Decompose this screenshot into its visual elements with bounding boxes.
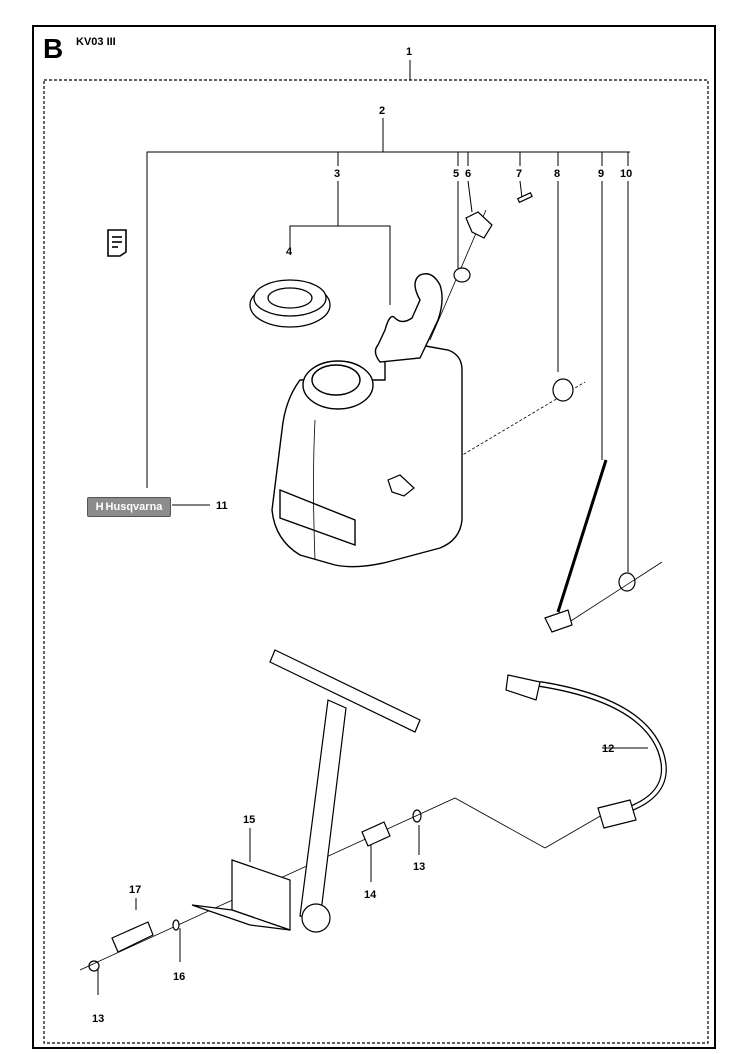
water-tank [271,273,463,568]
bracket-plate [191,859,291,931]
brand-text: Husqvarna [105,501,163,513]
callout-12: 12 [602,743,614,755]
callout-13: 13 [413,861,425,873]
fittings [88,809,422,972]
document-icon [107,229,127,257]
callout-5: 5 [453,168,459,180]
section-letter: B [43,33,64,64]
callout-numbers: 1 2 3 4 5 6 7 8 9 10 11 12 13 13 14 15 1… [92,46,632,1025]
callout-10: 10 [620,168,632,180]
leader-lines [97,60,648,995]
frame-stand [269,649,421,933]
callout-14: 14 [364,889,377,901]
callout-17: 17 [129,884,141,896]
callout-13: 13 [92,1013,104,1025]
callout-6: 6 [465,168,471,180]
tank-cap [249,279,331,328]
callout-9: 9 [598,168,604,180]
callout-11: 11 [216,500,228,512]
model-code: KV03 III [76,36,116,48]
assembly-frame [43,79,709,1044]
callout-1: 1 [406,46,412,58]
callout-8: 8 [554,168,560,180]
callout-16: 16 [173,971,185,983]
drawing-frame [32,25,716,1049]
callout-7: 7 [516,168,522,180]
small-parts [387,192,636,633]
husqvarna-badge: H Husqvarna [87,497,171,517]
husqvarna-logo-icon: H [95,501,104,513]
callout-2: 2 [379,105,385,117]
callout-3: 3 [334,168,340,180]
hose [505,674,667,829]
callout-15: 15 [243,814,255,826]
callout-4: 4 [286,246,293,258]
